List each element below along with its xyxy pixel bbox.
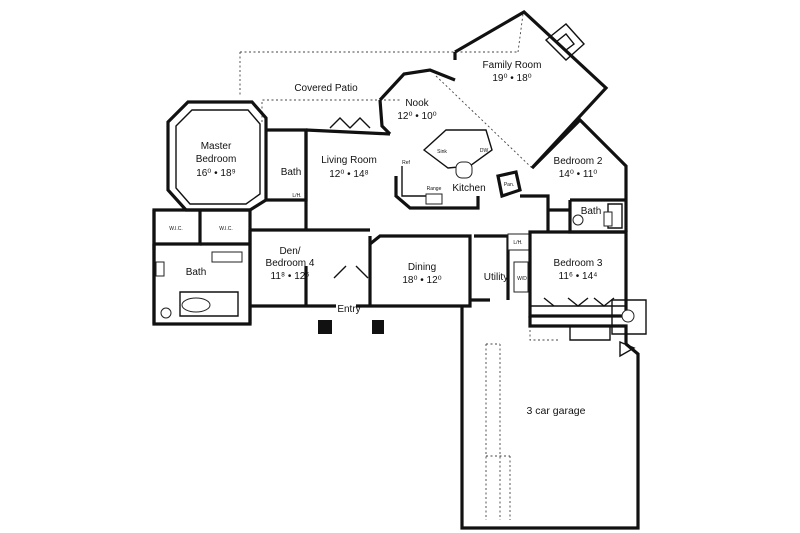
dining-dim: 18⁰ • 12⁰ — [402, 275, 441, 286]
dw-label: DW — [480, 148, 489, 154]
master-bath-small-label: Bath — [281, 167, 302, 178]
kitchen-label: Kitchen — [452, 183, 485, 194]
dining-label: Dining — [408, 262, 436, 273]
master-bedroom-label-2: Bedroom — [196, 154, 237, 165]
wd-label: W/D — [517, 276, 527, 282]
bedroom2-dim: 14⁰ • 11⁰ — [559, 169, 598, 180]
bedroom3-dim: 11⁶ • 14⁴ — [559, 271, 598, 282]
living-room-dim: 12⁰ • 14⁸ — [329, 169, 369, 180]
den-label-2: Bedroom 4 — [266, 258, 315, 269]
ref-label: Ref — [402, 160, 410, 166]
bedroom2-label: Bedroom 2 — [554, 156, 603, 167]
den-label-1: Den/ — [279, 246, 300, 257]
living-room-label: Living Room — [321, 155, 377, 166]
fixture-labels: Sink DW Range Ref Pan. L/H. L/H. W/D — [292, 148, 527, 282]
main-walls — [152, 100, 647, 530]
utility-label: Utility — [484, 272, 508, 283]
nook-label: Nook — [405, 98, 429, 109]
covered-patio-label: Covered Patio — [294, 83, 358, 94]
linen-label-1: L/H. — [292, 193, 301, 199]
family-room-label: Family Room — [483, 60, 542, 71]
family-room-walls — [435, 10, 609, 170]
den-dim: 11⁸ • 12⁶ — [271, 271, 310, 282]
master-bath-label: Bath — [186, 267, 207, 278]
entry-label: Entry — [337, 304, 360, 315]
pantry-label: Pan. — [504, 182, 514, 188]
master-bedroom-dim: 16⁰ • 18⁹ — [196, 168, 236, 179]
master-bedroom-label-1: Master — [201, 141, 232, 152]
range-label: Range — [427, 186, 442, 192]
room-labels: Covered Patio Family Room 19⁰ • 18⁰ Nook… — [169, 60, 603, 417]
garage-label: 3 car garage — [527, 405, 586, 417]
nook-dim: 12⁰ • 10⁰ — [397, 111, 436, 122]
sink-label: Sink — [437, 149, 447, 155]
bath2-label: Bath — [581, 206, 602, 217]
bedroom3-label: Bedroom 3 — [554, 258, 603, 269]
wic-right-label: W.I.C. — [219, 226, 233, 232]
linen-label-2: L/H. — [513, 240, 522, 246]
covered-patio-outline — [239, 13, 524, 122]
nook-walls — [378, 68, 456, 136]
family-room-dim: 19⁰ • 18⁰ — [492, 73, 531, 84]
wic-left-label: W.I.C. — [169, 226, 183, 232]
